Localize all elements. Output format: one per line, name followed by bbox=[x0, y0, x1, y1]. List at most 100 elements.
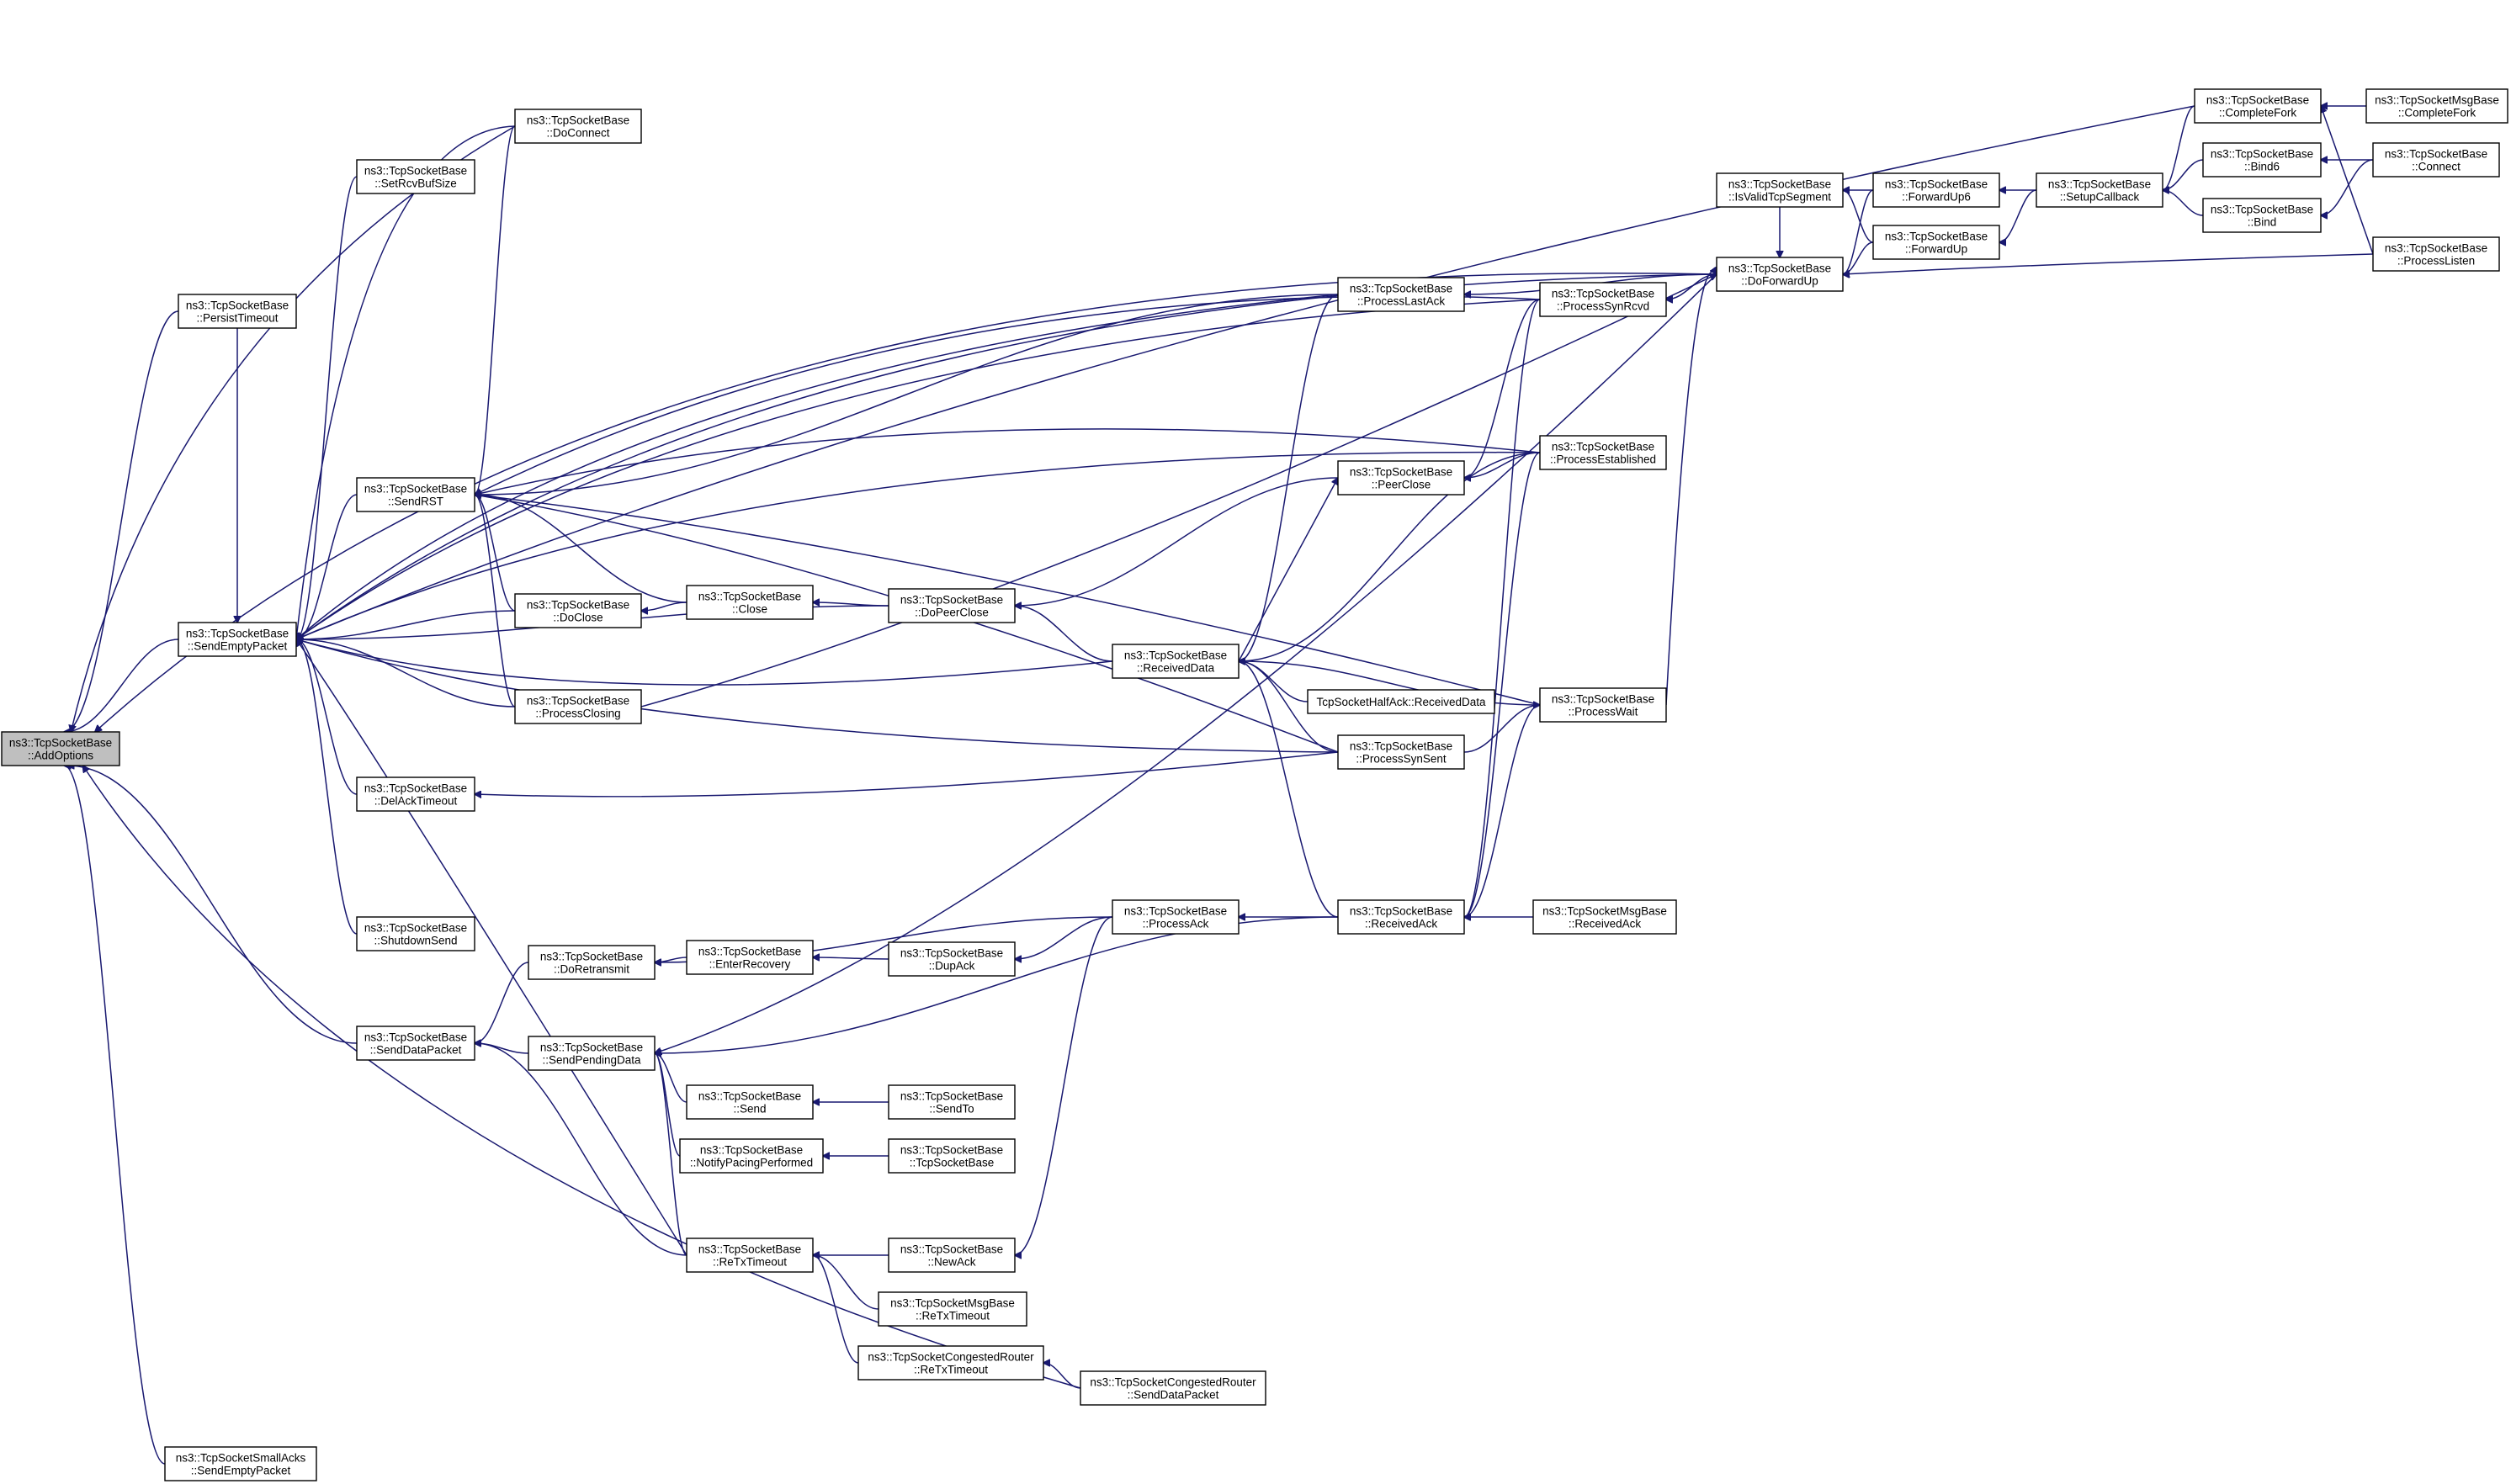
node-label: ::ProcessListen bbox=[2397, 255, 2475, 268]
edge-recvack-to-recvdata bbox=[1239, 661, 1339, 918]
node-sendpending[interactable]: ns3::TcpSocketBase::SendPendingData bbox=[528, 1036, 656, 1071]
node-delack[interactable]: ns3::TcpSocketBase::DelAckTimeout bbox=[356, 776, 475, 812]
node-isvalid[interactable]: ns3::TcpSocketBase::IsValidTcpSegment bbox=[1716, 172, 1844, 208]
node-peerclose[interactable]: ns3::TcpSocketBase::PeerClose bbox=[1337, 460, 1465, 496]
node-box bbox=[1532, 899, 1677, 935]
node-pacing[interactable]: ns3::TcpSocketBase::NotifyPacingPerforme… bbox=[679, 1138, 824, 1174]
node-label: ns3::TcpSocketBase bbox=[900, 1243, 1003, 1256]
edge-proclastack-to-sendrst bbox=[475, 294, 1339, 495]
node-label: ::ReceivedAck bbox=[1569, 918, 1642, 930]
node-sendto[interactable]: ns3::TcpSocketBase::SendTo bbox=[888, 1084, 1016, 1120]
node-label: ns3::TcpSocketBase bbox=[364, 483, 467, 496]
edge-shutdown-to-sendempty bbox=[296, 639, 358, 935]
node-doclose[interactable]: ns3::TcpSocketBase::DoClose bbox=[514, 593, 642, 628]
edge-procsynrcvd-to-peerclose bbox=[1464, 299, 1541, 478]
node-recvack[interactable]: ns3::TcpSocketBase::ReceivedAck bbox=[1337, 899, 1465, 935]
node-procclosing[interactable]: ns3::TcpSocketBase::ProcessClosing bbox=[514, 689, 642, 724]
node-ctor[interactable]: ns3::TcpSocketBase::TcpSocketBase bbox=[888, 1138, 1016, 1174]
node-connect[interactable]: ns3::TcpSocketBase::Connect bbox=[2372, 142, 2500, 178]
edge-dopeerclose-to-close bbox=[813, 602, 889, 607]
node-forward6[interactable]: ns3::TcpSocketBase::ForwardUp6 bbox=[1872, 172, 2000, 208]
node-congsend[interactable]: ns3::TcpSocketCongestedRouter::SendDataP… bbox=[1080, 1370, 1266, 1406]
node-label: ns3::TcpSocketBase bbox=[527, 114, 629, 127]
node-msgrecvack[interactable]: ns3::TcpSocketMsgBase::ReceivedAck bbox=[1532, 899, 1677, 935]
node-label: ns3::TcpSocketBase bbox=[900, 1090, 1003, 1103]
node-label: ns3::TcpSocketBase bbox=[2211, 148, 2313, 161]
node-msgretx[interactable]: ns3::TcpSocketMsgBase::ReTxTimeout bbox=[878, 1291, 1027, 1327]
node-sendempty[interactable]: ns3::TcpSocketBase::SendEmptyPacket bbox=[178, 622, 297, 657]
edge-connect-to-bind bbox=[2321, 159, 2374, 215]
edge-proclisten-to-doforward bbox=[1843, 253, 2374, 274]
node-label: ns3::TcpSocketBase bbox=[1552, 693, 1654, 706]
node-congretx[interactable]: ns3::TcpSocketCongestedRouter::ReTxTimeo… bbox=[857, 1345, 1044, 1381]
node-procsynrcvd[interactable]: ns3::TcpSocketBase::ProcessSynRcvd bbox=[1539, 282, 1667, 317]
node-box bbox=[356, 477, 475, 512]
node-box bbox=[2202, 142, 2322, 178]
node-label: ::SetRcvBufSize bbox=[374, 178, 457, 190]
node-box bbox=[1, 731, 120, 766]
node-doconnect[interactable]: ns3::TcpSocketBase::DoConnect bbox=[514, 109, 642, 144]
edge-procsynsent-to-recvdata bbox=[1239, 661, 1339, 753]
node-doretx[interactable]: ns3::TcpSocketBase::DoRetransmit bbox=[528, 945, 656, 980]
node-box bbox=[528, 945, 656, 980]
node-label: ns3::TcpSocketBase bbox=[1552, 288, 1654, 300]
node-label: ns3::TcpSocketBase bbox=[1350, 283, 1452, 295]
node-bind[interactable]: ns3::TcpSocketBase::Bind bbox=[2202, 198, 2322, 233]
node-label: ns3::TcpSocketBase bbox=[364, 922, 467, 935]
node-dopeerclose[interactable]: ns3::TcpSocketBase::DoPeerClose bbox=[888, 588, 1016, 623]
node-msgcomplete[interactable]: ns3::TcpSocketMsgBase::CompleteFork bbox=[2365, 88, 2508, 124]
edge-procsynsent-to-delack bbox=[475, 751, 1339, 797]
edge-procest-to-recvack bbox=[1464, 452, 1541, 917]
node-label: ::ForwardUp bbox=[1905, 243, 1967, 256]
node-box bbox=[178, 294, 297, 329]
node-label: ns3::TcpSocketBase bbox=[186, 628, 289, 640]
node-send[interactable]: ns3::TcpSocketBase::Send bbox=[686, 1084, 814, 1120]
node-newack[interactable]: ns3::TcpSocketBase::NewAck bbox=[888, 1238, 1016, 1273]
node-completefork[interactable]: ns3::TcpSocketBase::CompleteFork bbox=[2194, 88, 2322, 124]
edge-procest-to-sendempty bbox=[296, 451, 1541, 639]
node-sendrst[interactable]: ns3::TcpSocketBase::SendRST bbox=[356, 477, 475, 512]
node-label: ::DupAck bbox=[929, 960, 975, 973]
node-box bbox=[679, 1138, 824, 1174]
node-addopts[interactable]: ns3::TcpSocketBase::AddOptions bbox=[1, 731, 120, 766]
node-box bbox=[1872, 225, 2000, 260]
node-box bbox=[888, 1138, 1016, 1174]
node-label: ::DoClose bbox=[553, 612, 603, 624]
node-procack[interactable]: ns3::TcpSocketBase::ProcessAck bbox=[1112, 899, 1240, 935]
node-label: ::ProcessClosing bbox=[535, 708, 620, 720]
edge-close-to-sendrst bbox=[475, 495, 687, 603]
node-doforward[interactable]: ns3::TcpSocketBase::DoForwardUp bbox=[1716, 257, 1844, 292]
node-enterrec[interactable]: ns3::TcpSocketBase::EnterRecovery bbox=[686, 940, 814, 975]
node-forward[interactable]: ns3::TcpSocketBase::ForwardUp bbox=[1872, 225, 2000, 260]
node-label: ns3::TcpSocketBase bbox=[698, 946, 801, 958]
node-label: ::ProcessWait bbox=[1569, 706, 1638, 718]
node-smallacks[interactable]: ns3::TcpSocketSmallAcks::SendEmptyPacket bbox=[164, 1446, 317, 1481]
node-proclisten[interactable]: ns3::TcpSocketBase::ProcessListen bbox=[2372, 236, 2500, 272]
node-procest[interactable]: ns3::TcpSocketBase::ProcessEstablished bbox=[1539, 435, 1667, 470]
node-bind6[interactable]: ns3::TcpSocketBase::Bind6 bbox=[2202, 142, 2322, 178]
edge-recvdata-to-sendempty bbox=[296, 639, 1113, 686]
node-procwait[interactable]: ns3::TcpSocketBase::ProcessWait bbox=[1539, 687, 1667, 723]
node-box bbox=[1337, 460, 1465, 496]
node-proclastack[interactable]: ns3::TcpSocketBase::ProcessLastAck bbox=[1337, 277, 1465, 312]
node-procsynsent[interactable]: ns3::TcpSocketBase::ProcessSynSent bbox=[1337, 734, 1465, 770]
node-dupack[interactable]: ns3::TcpSocketBase::DupAck bbox=[888, 941, 1016, 977]
node-recvdata[interactable]: ns3::TcpSocketBase::ReceivedData bbox=[1112, 644, 1240, 679]
node-halfack[interactable]: TcpSocketHalfAck::ReceivedData bbox=[1307, 689, 1495, 714]
node-label: ::TcpSocketBase bbox=[910, 1157, 995, 1169]
node-senddata[interactable]: ns3::TcpSocketBase::SendDataPacket bbox=[356, 1026, 475, 1061]
edge-completefork-to-sendempty bbox=[296, 105, 2195, 639]
node-setrcvbuf[interactable]: ns3::TcpSocketBase::SetRcvBufSize bbox=[356, 159, 475, 194]
node-shutdown[interactable]: ns3::TcpSocketBase::ShutdownSend bbox=[356, 916, 475, 951]
node-retxto[interactable]: ns3::TcpSocketBase::ReTxTimeout bbox=[686, 1238, 814, 1273]
node-setupcb[interactable]: ns3::TcpSocketBase::SetupCallback bbox=[2036, 172, 2163, 208]
edge-doconnect-to-sendempty bbox=[296, 125, 516, 639]
node-persist[interactable]: ns3::TcpSocketBase::PersistTimeout bbox=[178, 294, 297, 329]
node-label: ns3::TcpSocketBase bbox=[1885, 178, 1988, 191]
node-label: ns3::TcpSocketBase bbox=[1350, 905, 1452, 918]
node-close[interactable]: ns3::TcpSocketBase::Close bbox=[686, 585, 814, 620]
node-label: ::ReTxTimeout bbox=[914, 1364, 988, 1376]
edge-forward-to-isvalid bbox=[1843, 190, 1874, 243]
node-box bbox=[888, 1238, 1016, 1273]
node-box bbox=[1539, 435, 1667, 470]
